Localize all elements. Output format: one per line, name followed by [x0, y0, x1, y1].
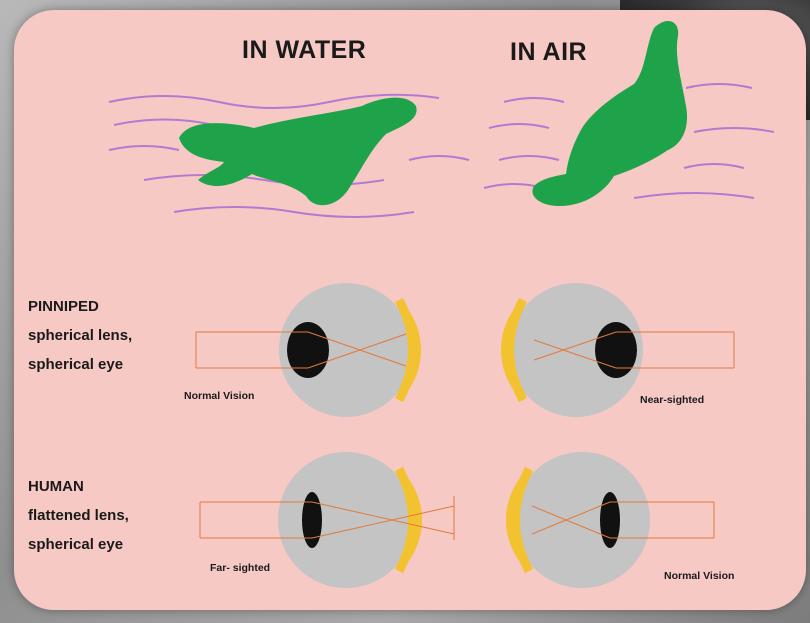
vision-label-human-air: Normal Vision [664, 570, 734, 582]
wave-line [109, 146, 179, 150]
pinniped-lens: spherical lens, [28, 321, 132, 350]
human-lens: flattened lens, [28, 501, 129, 530]
pinniped-title: PINNIPED [28, 292, 132, 321]
wave-line [409, 156, 469, 160]
diagram-graphics [14, 10, 806, 610]
pinniped-eye: spherical eye [28, 350, 132, 379]
diagram-panel: IN WATER IN AIR PINNIPED spherical lens,… [14, 10, 806, 610]
human-label: HUMAN flattened lens, spherical eye [28, 472, 129, 559]
wave-line [684, 164, 744, 168]
human-eye: spherical eye [28, 530, 129, 559]
wave-line [694, 128, 774, 132]
vision-label-pinniped-water: Normal Vision [184, 390, 254, 402]
vision-label-pinniped-air: Near-sighted [640, 394, 704, 406]
seal-swimming-icon [179, 98, 417, 206]
wave-line [489, 124, 549, 128]
wave-line [686, 84, 752, 88]
human-title: HUMAN [28, 472, 129, 501]
vision-label-human-water: Far- sighted [210, 562, 270, 574]
wave-line [634, 193, 754, 198]
pinniped-label: PINNIPED spherical lens, spherical eye [28, 292, 132, 379]
wave-line [504, 98, 564, 102]
heading-in-air: IN AIR [510, 38, 587, 67]
wave-line [174, 207, 414, 217]
wave-line [499, 156, 559, 160]
eye-icon [506, 452, 714, 588]
heading-in-water: IN WATER [242, 36, 366, 65]
